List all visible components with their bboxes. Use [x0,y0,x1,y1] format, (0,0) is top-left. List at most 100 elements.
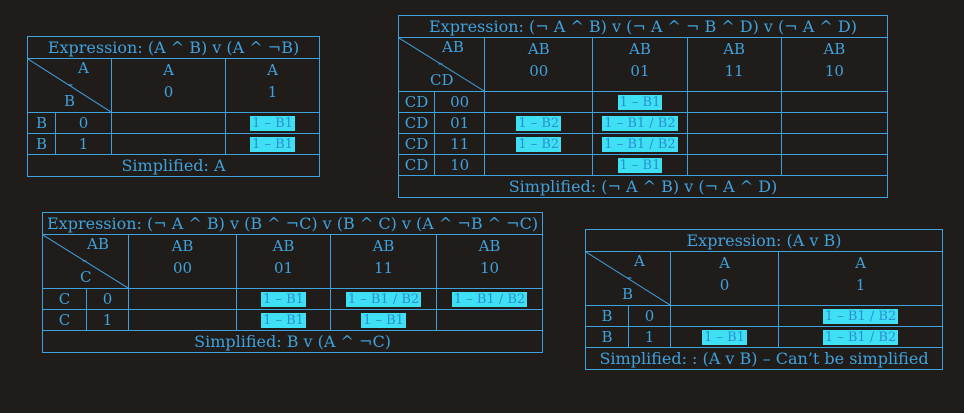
corner-top-label: A [78,59,89,77]
row-variable: B [27,133,56,155]
grouping-highlight: 1 – B1 [250,116,295,131]
row-variable: C [42,288,87,310]
column-variable: A [719,254,730,272]
kmap-cell: 1 – B1 / B2 [592,112,688,134]
corner-dash: - [438,54,444,72]
grouping-highlight: 1 – B1 [617,95,663,110]
row-value: 00 [434,91,486,113]
row-value: 11 [434,133,486,155]
corner-top-label: AB [87,235,109,253]
kmap-cell [128,309,237,331]
kmap-cell [435,309,544,331]
kmap-four-variable: Expression: (¬ A ^ B) v (¬ A ^ ¬ B ^ D) … [397,15,889,198]
kmap-cell [780,112,889,134]
row-variable: CD [397,154,436,176]
corner-dash: - [68,75,74,93]
corner-top-label: A [634,252,645,270]
kmap-cell [686,112,782,134]
kmap-cell [686,154,782,176]
expression-title: Expression: (A ^ B) v (A ^ ¬B) [26,36,321,59]
grouping-highlight: 1 – B1 [261,313,306,328]
column-value: 11 [373,259,394,277]
kmap-cell: 1 – B1 / B2 [777,326,944,348]
grouping-highlight: 1 – B1 / B2 [822,330,899,345]
column-value: 00 [172,259,193,277]
corner-diagonal [28,59,111,112]
column-variable: AB [372,237,395,255]
grouping-highlight: 1 – B2 [516,116,562,131]
corner-diagonal [399,38,484,91]
grouping-highlight: 1 – B1 [361,313,406,328]
expression-title: Expression: (¬ A ^ B) v (B ^ ¬C) v (B ^ … [41,212,544,235]
kmap-cell: 1 – B1 [592,154,688,176]
column-value: 01 [273,259,294,277]
row-variable: B [585,326,629,348]
corner-bottom-label: B [64,92,76,110]
column-value: 00 [529,62,549,80]
corner-cell: AB-C [42,234,129,289]
kmap-three-variable: Expression: (¬ A ^ B) v (B ^ ¬C) v (B ^ … [41,212,544,353]
kmap-cell [780,91,889,113]
grouping-highlight: 1 – B1 / B2 [822,309,899,324]
kmap-cell: 1 – B1 [330,309,437,331]
kmap-cell: 1 – B1 / B2 [777,305,944,327]
kmap-cell: 1 – B1 [592,91,688,113]
column-variable: AB [272,237,295,255]
kmap-cell [686,91,782,113]
row-value: 1 [628,326,671,348]
corner-cell: AB-CD [397,37,486,92]
column-value: 10 [824,62,844,80]
kmap-cell [670,305,779,327]
grouping-highlight: 1 – B1 / B2 [602,137,678,152]
row-value: 1 [55,133,112,155]
kmap-cell [780,133,889,155]
corner-diagonal [43,235,128,288]
column-variable: A [163,61,174,79]
column-value: 0 [719,276,730,294]
column-variable: A [855,254,866,272]
column-value: 1 [855,276,866,294]
corner-cell: A-B [27,58,112,113]
kmap-cell: 1 – B1 / B2 [435,288,544,310]
row-variable: B [27,112,56,134]
grouping-highlight: 1 – B2 [516,137,562,152]
row-variable: CD [397,133,436,155]
corner-dash: - [627,268,633,286]
corner-bottom-label: C [80,268,92,286]
row-value: 0 [55,112,112,134]
row-variable: CD [397,91,436,113]
corner-cell: A-B [585,251,671,306]
kmap-cell: 1 – B1 [670,326,779,348]
column-variable: AB [629,40,651,58]
corner-dash: - [82,251,88,269]
kmap-cell: 1 – B2 [484,112,594,134]
grouping-highlight: 1 – B1 [617,158,663,173]
simplified-result: Simplified: : (A v B) – Can’t be simplif… [584,347,944,370]
column-variable: AB [171,237,194,255]
grouping-highlight: 1 – B1 / B2 [451,292,528,307]
row-variable: B [585,305,629,327]
kmap-cell [128,288,237,310]
corner-top-label: AB [442,38,464,56]
column-value: 10 [479,259,500,277]
kmap-cell: 1 – B2 [484,133,594,155]
column-value: 11 [724,62,744,80]
row-value: 10 [434,154,486,176]
grouping-highlight: 1 – B1 [261,292,306,307]
grouping-highlight: 1 – B1 / B2 [602,116,678,131]
